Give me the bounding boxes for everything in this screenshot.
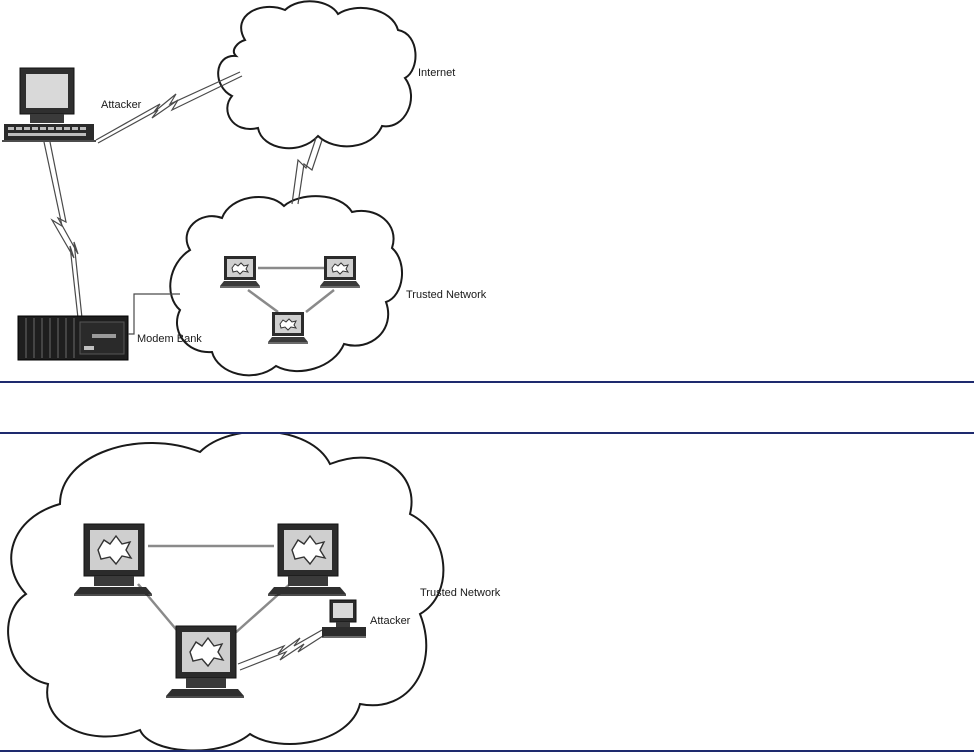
attacker-workstation-icon	[322, 599, 366, 638]
internet-cloud-shape	[217, 0, 417, 150]
trusted-network-cloud-shape	[169, 195, 404, 377]
attacker-label: Attacker	[370, 615, 411, 627]
trusted-network-cloud-shape	[7, 434, 445, 750]
bottom-network-diagram: Trusted Network Attacker	[0, 434, 974, 750]
divider-rule	[0, 750, 974, 752]
trusted-network-label: Trusted Network	[406, 289, 487, 301]
laptop-icon	[219, 255, 261, 288]
attacker-workstation-icon	[2, 67, 96, 142]
wired-link-modem-trusted	[128, 293, 180, 335]
modem-bank-label: Modem Bank	[137, 333, 202, 345]
trusted-network-label: Trusted Network	[420, 587, 501, 599]
laptop-icon	[319, 255, 361, 288]
divider-rule	[0, 432, 974, 434]
laptop-icon	[267, 311, 309, 344]
wireless-link-attacker-trusted	[237, 629, 323, 665]
top-diagram-canvas: Internet Attacker Trusted Network Modem …	[2, 0, 487, 377]
network-link	[305, 289, 335, 313]
modem-bank-server-icon	[17, 315, 129, 361]
wireless-link-attacker-internet	[95, 71, 241, 141]
network-link	[247, 288, 279, 314]
dialup-link-attacker-modem	[43, 141, 79, 319]
wireless-link-internet-trusted	[291, 137, 317, 205]
divider-rule	[0, 381, 974, 383]
attacker-label: Attacker	[101, 99, 142, 111]
top-network-diagram: Internet Attacker Trusted Network Modem …	[2, 0, 487, 377]
internet-label: Internet	[418, 67, 455, 79]
bottom-diagram-canvas: Trusted Network Attacker	[7, 434, 501, 750]
